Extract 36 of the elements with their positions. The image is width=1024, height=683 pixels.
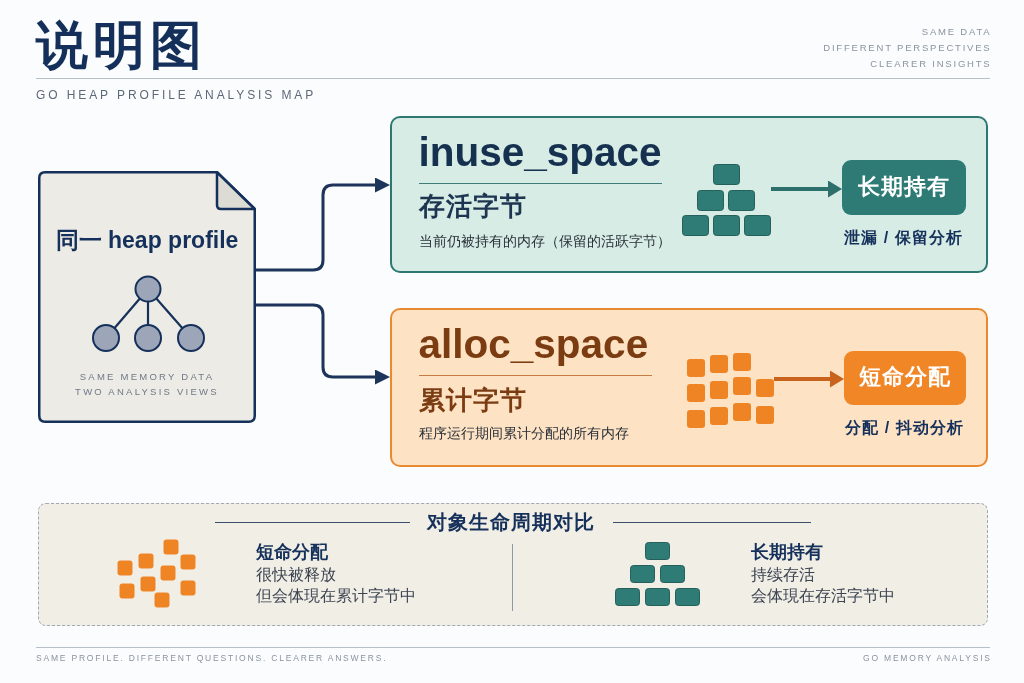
panel-subheading: 累计字节 [418, 384, 527, 416]
page-title: 说明图 [36, 14, 207, 76]
caption-text: SAME MEMORY DATA TWO ANALYSIS VIEWS [74, 369, 220, 399]
tagline: DIFFERENT PERSPECTIVES [823, 41, 992, 53]
caption-text: 分配 / 抖动分析 [845, 417, 964, 437]
arrow [256, 177, 390, 272]
panel-heading: alloc_space [418, 321, 649, 368]
column-heading: 短命分配 [255, 541, 328, 563]
body-text: 会体現在存活字节中 [750, 586, 895, 606]
description: 程序运行期间累计分配的所有内存 [418, 425, 629, 443]
footer-text: SAME PROFILE. DIFFERENT QUESTIONS. CLEARER ANSWERS. [36, 653, 388, 664]
document-card [38, 171, 256, 423]
result-badge: 长期持有 [841, 159, 966, 215]
block-grid-icon [686, 352, 774, 428]
arrow [256, 303, 390, 385]
block-stack-icon [681, 163, 771, 237]
tagline: SAME DATA [921, 25, 992, 37]
column-heading: 长期持有 [750, 541, 823, 563]
subtitle: GO HEAP PROFILE ANALYSIS MAP [36, 87, 317, 102]
description: 当前仍被持有的内存（保留的活跃字节） [418, 233, 671, 251]
caption-text: 泄漏 / 保留分析 [844, 227, 963, 247]
body-text: 但会体現在累计字节中 [255, 586, 416, 606]
tagline: CLEARER INSIGHTS [870, 57, 992, 69]
result-badge: 短命分配 [843, 350, 966, 405]
arrow [771, 180, 842, 198]
node-heading: 同一 heap profile [55, 227, 239, 255]
view-panel [390, 116, 988, 273]
panel-subheading: 存活字节 [418, 190, 527, 222]
comparison-panel [38, 503, 988, 626]
view-panel [390, 308, 988, 467]
footer-text: GO MEMORY ANALYSIS [863, 653, 992, 664]
panel-heading: inuse_space [418, 129, 662, 176]
body-text: 很快被释放 [255, 565, 336, 585]
section-heading: 对象生命周期对比 [426, 511, 595, 535]
arrow [774, 370, 844, 388]
body-text: 持续存活 [750, 565, 815, 585]
